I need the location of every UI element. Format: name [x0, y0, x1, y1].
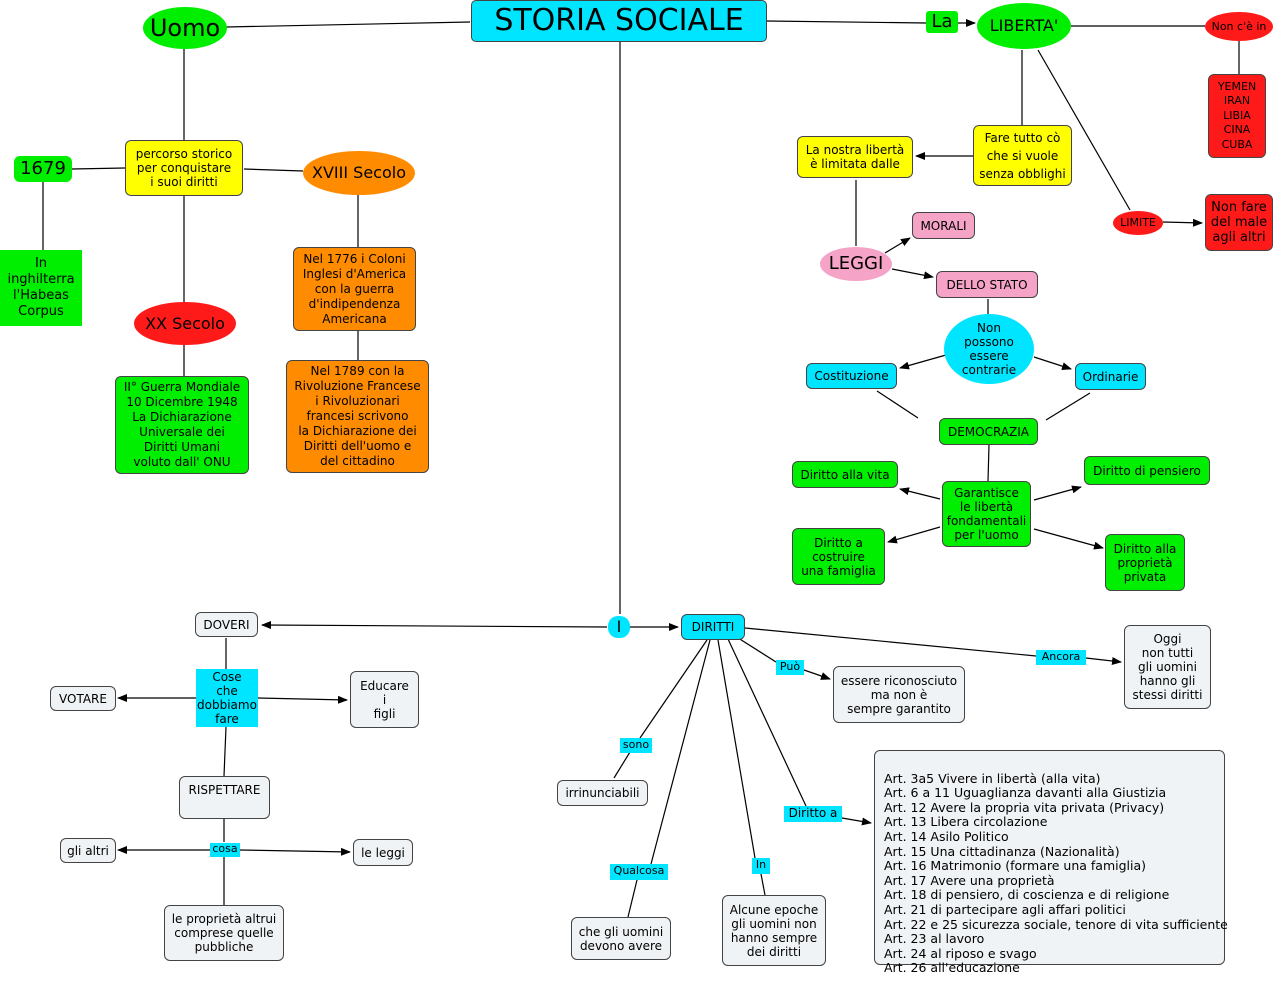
node-diritto-vita[interactable]: Diritto alla vita — [792, 461, 898, 488]
node-non-ce-in[interactable]: Non c'è in — [1205, 12, 1273, 41]
node-uomo[interactable]: Uomo — [143, 7, 227, 49]
node-gli-altri[interactable]: gli altri — [60, 838, 116, 863]
connector-lines — [42, 19, 1240, 918]
articolo-item: Art. 12 Avere la propria vita privata (P… — [884, 799, 1165, 815]
node-xx-secolo[interactable]: XX Secolo — [134, 302, 236, 345]
link-label-qualcosa: Qualcosa — [610, 864, 668, 880]
node-paesi[interactable]: YEMEN IRAN LIBIA CINA CUBA — [1208, 74, 1266, 158]
node-morali[interactable]: MORALI — [912, 212, 975, 239]
articolo-item: Art. 18 di pensiero, di coscienza e di r… — [884, 887, 1170, 903]
node-diritti[interactable]: DIRITTI — [681, 614, 745, 640]
link-label-sono: sono — [620, 738, 652, 753]
node-rispettare[interactable]: RISPETTARE — [179, 776, 270, 819]
articolo-item: Art. 26 all'educazione — [884, 960, 1020, 976]
node-alcune-epoche[interactable]: Alcune epoche gli uomini non hanno sempr… — [722, 895, 826, 966]
articolo-item: Art. 15 Una cittadinanza (Nazionalità) — [884, 843, 1120, 859]
node-che-gli-uomini[interactable]: che gli uomini devono avere — [571, 917, 671, 960]
node-1776[interactable]: Nel 1776 i Coloni Inglesi d'America con … — [293, 247, 416, 331]
node-dello-stato[interactable]: DELLO STATO — [936, 271, 1038, 298]
node-fare-tutto[interactable]: Fare tutto cò che si vuole senza obbligh… — [973, 125, 1072, 186]
link-label-puo: Può — [776, 660, 804, 675]
articolo-item: Art. 16 Matrimonio (formare una famiglia… — [884, 858, 1147, 874]
node-non-fare-male[interactable]: Non fare del male agli altri — [1205, 194, 1273, 251]
node-votare[interactable]: VOTARE — [50, 686, 116, 711]
node-oggi-non-tutti[interactable]: Oggi non tutti gli uomini hanno gli stes… — [1124, 625, 1211, 709]
node-leggi[interactable]: LEGGI — [820, 247, 892, 281]
link-label-diritto-a: Diritto a — [784, 806, 842, 822]
node-proprieta-altrui[interactable]: le proprietà altrui comprese quelle pubb… — [164, 905, 284, 961]
node-limite[interactable]: LIMITE — [1113, 211, 1163, 235]
node-1679[interactable]: 1679 — [14, 156, 72, 182]
node-habeas-corpus[interactable]: In inghilterra l'Habeas Corpus — [0, 250, 82, 326]
link-label-in: In — [752, 858, 770, 874]
node-xviii-secolo[interactable]: XVIII Secolo — [303, 151, 415, 195]
node-doveri[interactable]: DOVERI — [195, 612, 258, 637]
node-dichiarazione-onu[interactable]: II° Guerra Mondiale 10 Dicembre 1948 La … — [115, 376, 249, 474]
link-label-la: La — [926, 11, 958, 33]
node-ordinarie[interactable]: Ordinarie — [1075, 363, 1146, 390]
node-irrinunciabili[interactable]: irrinunciabili — [557, 780, 648, 806]
node-costituzione[interactable]: Costituzione — [806, 363, 897, 389]
articolo-item: Art. 17 Avere una proprietà — [884, 872, 1055, 888]
node-garantisce[interactable]: Garantisce le libertà fondamentali per l… — [942, 481, 1031, 547]
node-liberta[interactable]: LIBERTA' — [977, 3, 1071, 49]
articolo-item: Art. 22 e 25 sicurezza sociale, tenore d… — [884, 916, 1228, 932]
node-diritto-pensiero[interactable]: Diritto di pensiero — [1084, 456, 1210, 485]
articolo-item: Art. 21 di partecipare agli affari polit… — [884, 901, 1126, 917]
node-articoli[interactable]: Art. 3a5 Vivere in libertà (alla vita)Ar… — [874, 750, 1228, 975]
articoli-list: Art. 3a5 Vivere in libertà (alla vita)Ar… — [884, 770, 1228, 976]
node-diritto-proprieta[interactable]: Diritto alla proprietà privata — [1105, 534, 1185, 591]
articolo-item: Art. 6 a 11 Uguaglianza davanti alla Giu… — [884, 785, 1167, 801]
node-non-possono[interactable]: Non possono essere contrarie — [944, 314, 1034, 384]
node-cose-da-fare[interactable]: Cose che dobbiamo fare — [196, 669, 258, 727]
node-percorso-storico[interactable]: percorso storico per conquistare i suoi … — [125, 140, 243, 196]
link-label-i: I — [608, 616, 630, 638]
node-1789[interactable]: Nel 1789 con la Rivoluzione Francese i R… — [286, 360, 429, 473]
articolo-item: Art. 14 Asilo Politico — [884, 828, 1009, 844]
articolo-item: Art. 13 Libera circolazione — [884, 814, 1048, 830]
link-label-ancora: Ancora — [1036, 650, 1086, 665]
articolo-item: Art. 24 al riposo e svago — [884, 945, 1037, 961]
node-diritto-famiglia[interactable]: Diritto a costruire una famiglia — [792, 528, 885, 585]
node-riconosciuto[interactable]: essere riconosciuto ma non è sempre gara… — [833, 666, 965, 723]
link-label-cosa: cosa — [210, 843, 240, 857]
node-democrazia[interactable]: DEMOCRAZIA — [939, 418, 1038, 445]
node-storia-sociale[interactable]: STORIA SOCIALE — [471, 0, 767, 42]
node-le-leggi[interactable]: le leggi — [353, 839, 413, 866]
node-liberta-limitata[interactable]: La nostra libertà è limitata dalle — [797, 136, 913, 178]
node-educare-figli[interactable]: Educare i figli — [350, 671, 419, 728]
articolo-item: Art. 23 al lavoro — [884, 931, 985, 947]
articolo-item: Art. 3a5 Vivere in libertà (alla vita) — [884, 770, 1101, 786]
